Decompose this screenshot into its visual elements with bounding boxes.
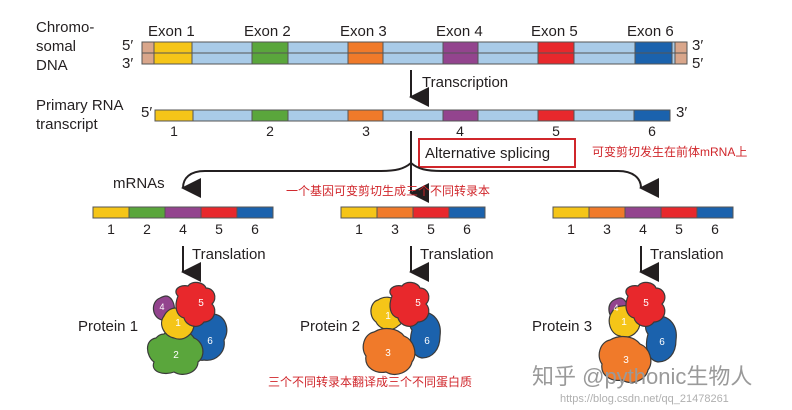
mrna-1-bar [92,206,274,219]
protein-subunit-number: 4 [613,303,619,313]
primary-transcript-bar [154,109,671,122]
protein-3-graphic [598,281,677,383]
primary-3prime: 3′ [676,104,688,121]
csdn-watermark: https://blog.csdn.net/qq_21478261 [560,393,729,405]
exon-6-label: Exon 6 [627,23,674,40]
primary-5prime: 5′ [141,104,153,121]
primary-exon-number-5: 5 [552,123,560,139]
mrna-2-number: 6 [463,221,471,237]
protein-subunit-number: 2 [173,350,179,361]
translation-label-2: Translation [420,246,494,263]
protein-subunit-number: 5 [643,298,649,309]
mrna-3-number: 6 [711,221,719,237]
mrna-3-bar [552,206,734,219]
primary-exon-number-6: 6 [648,123,656,139]
watermark-brand: 知乎 @python [532,364,671,389]
exon-1-label: Exon 1 [148,23,195,40]
three-proteins-note: 三个不同转录本翻译成三个不同蛋白质 [268,375,473,389]
mrna-3-number: 5 [675,221,683,237]
alternative-splicing-box [418,138,576,168]
translation-label-1: Translation [192,246,266,263]
protein-subunit-number: 5 [415,298,421,309]
dna-right-5prime: 5′ [692,55,704,72]
primary-label-line-1: Primary RNA [36,97,124,114]
protein-subunit-number: 4 [159,302,165,312]
primary-exon-number-1: 1 [170,123,178,139]
mrna-2-bar [340,206,486,219]
protein-subunit-number: 1 [621,317,627,328]
mrna-1-number: 1 [107,221,115,237]
protein-3-label: Protein 3 [532,318,593,335]
splicing-branches [181,131,660,203]
protein-subunit-number: 3 [385,348,391,359]
watermark-brand-rest: ic生物人 [670,364,753,389]
dna-left-5prime: 5′ [122,37,134,54]
protein-1-graphic [146,281,228,375]
chromosomal-label-line-1: Chromo- [36,19,95,36]
exon-4-label: Exon 4 [436,23,483,40]
mrna-3-number: 1 [567,221,575,237]
exon-3-label: Exon 3 [340,23,387,40]
primary-exon-number-4: 4 [456,123,464,139]
transcription-label: Transcription [422,74,509,91]
mrnas-label: mRNAs [113,175,165,192]
protein-subunit-number: 6 [207,336,213,347]
mrna-2-number: 5 [427,221,435,237]
mrna-3-number: 3 [603,221,611,237]
chromosomal-label-line-2: somal [36,38,77,55]
protein-subunit-number: 6 [424,336,430,347]
chromosomal-label-line-3: DNA [36,57,68,74]
exon-2-label: Exon 2 [244,23,291,40]
primary-label-line-2: transcript [36,116,98,133]
primary-exon-number-3: 3 [362,123,370,139]
mrna-1-number: 6 [251,221,259,237]
mrna-1-number: 2 [143,221,151,237]
zhihu-watermark: 知乎 @pythonic生物人 [532,366,752,388]
protein-subunit-number: 6 [659,337,665,348]
premrna-note: 可变剪切发生在前体mRNA上 [592,145,748,159]
protein-2-label: Protein 2 [300,318,361,335]
primary-exon-number-2: 2 [266,123,274,139]
protein-subunit-number: 5 [198,298,204,309]
mrna-1-number: 4 [179,221,187,237]
protein-subunit-number: 1 [175,318,181,329]
one-gene-note: 一个基因可变剪切生成三个不同转录本 [286,184,491,198]
exon-5-label: Exon 5 [531,23,578,40]
mrna-1-number: 5 [215,221,223,237]
dna-left-3prime: 3′ [122,55,134,72]
alternative-splicing-label: Alternative splicing [425,145,551,162]
dna-strand [141,41,688,65]
mrna-2-number: 3 [391,221,399,237]
protein-subunit-number: 3 [623,355,629,366]
mrna-2-number: 1 [355,221,363,237]
dna-right-3prime: 3′ [692,37,704,54]
protein-subunit-number: 1 [385,311,391,322]
mrna-3-number: 4 [639,221,647,237]
protein-1-label: Protein 1 [78,318,139,335]
translation-label-3: Translation [650,246,724,263]
protein-2-graphic [362,281,441,375]
